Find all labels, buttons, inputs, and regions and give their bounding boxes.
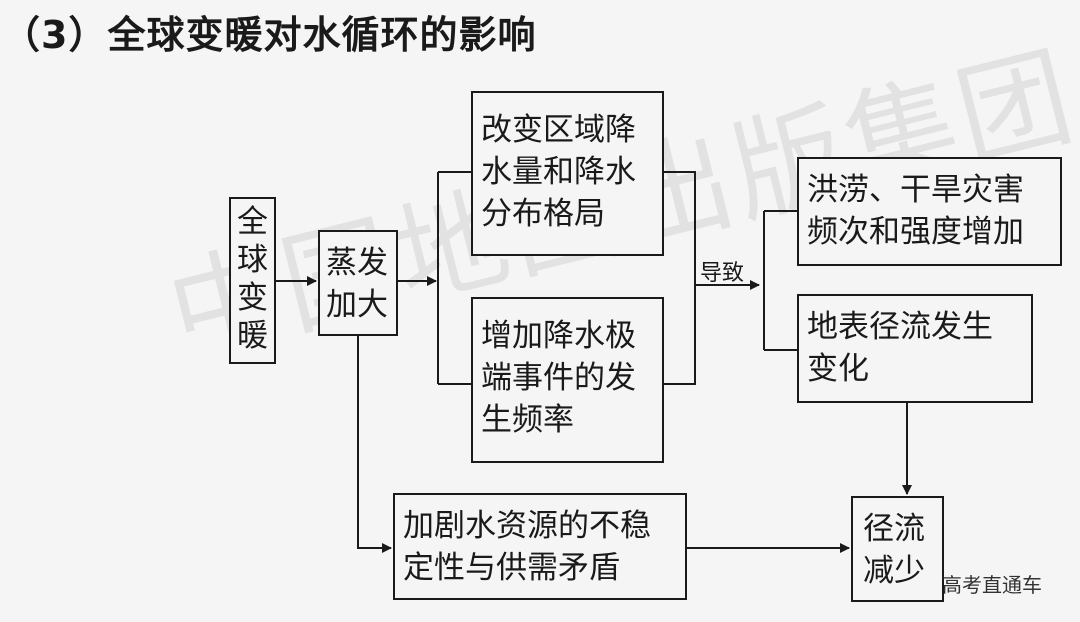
box-extreme-events-text: 增加降水极 端事件的发 生频率 [481, 318, 636, 438]
branch-results [763, 210, 797, 351]
brand-watermark: 高考直通车 [942, 573, 1042, 597]
bracket-right [664, 171, 696, 385]
box-change-precipitation-text: 改变区域降 水量和降水 分布格局 [481, 112, 636, 232]
page-title: （3）全球变暖对水循环的影响 [2, 13, 537, 57]
box-global-warming: 全 球 变 暖 [229, 197, 276, 364]
box-extreme-events: 增加降水极 端事件的发 生频率 [471, 297, 664, 463]
box-runoff-reduce-text: 径流 减少 [863, 511, 925, 589]
box-flood-drought: 洪涝、干旱灾害 频次和强度增加 [797, 157, 1062, 266]
box-change-precipitation: 改变区域降 水量和降水 分布格局 [471, 91, 664, 256]
box-evaporation: 蒸发 加大 [318, 230, 398, 336]
label-cause: 导致 [700, 261, 745, 286]
arrow-evap-to-conflict [357, 336, 392, 553]
box-surface-runoff-text: 地表径流发生 变化 [807, 309, 993, 387]
box-surface-runoff: 地表径流发生 变化 [797, 294, 1033, 403]
box-water-conflict: 加剧水资源的不稳 定性与供需矛盾 [393, 493, 687, 600]
box-runoff-reduce: 径流 减少 [851, 496, 944, 602]
box-global-warming-text: 全 球 变 暖 [237, 204, 268, 354]
box-flood-drought-text: 洪涝、干旱灾害 频次和强度增加 [807, 172, 1024, 250]
box-evaporation-text: 蒸发 加大 [326, 245, 388, 323]
box-water-conflict-text: 加剧水资源的不稳 定性与供需矛盾 [403, 508, 651, 586]
branch-left [437, 171, 471, 385]
